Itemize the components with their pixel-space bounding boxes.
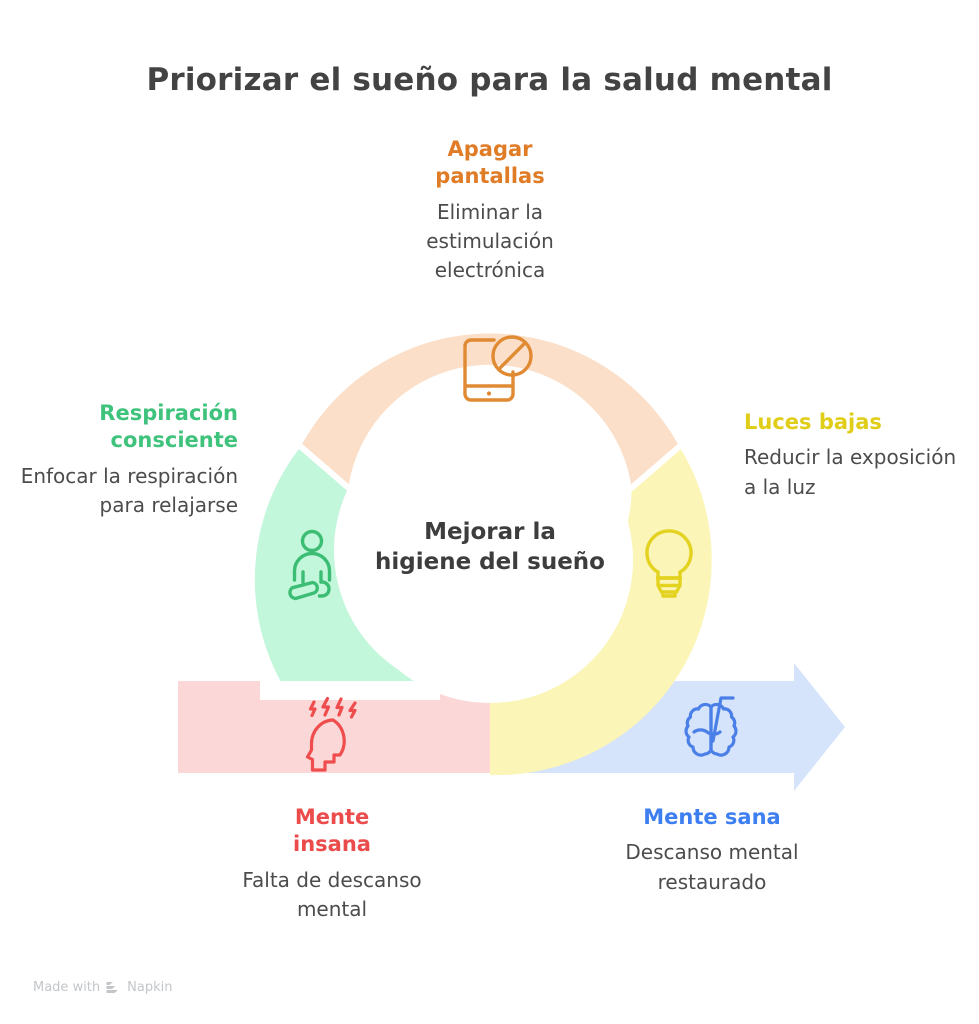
callout-mente-insana[interactable]: Mente insana Falta de descanso mental [222,804,442,924]
callout-title-breathing-line1: Respiración [99,401,238,425]
callout-title-lights: Luces bajas [744,409,969,436]
donut-segment-breathing-base [260,681,440,700]
page-title: Priorizar el sueño para la salud mental [146,62,833,98]
callout-title-screens-line2: pantallas [435,164,545,189]
callout-desc-lights: Reducir la exposición a la luz [744,445,957,499]
watermark: Made with Napkin [33,980,172,995]
callout-title-breathing-line2: consciente [110,428,238,453]
callout-respiracion-consciente[interactable]: Respiración consciente Enfocar la respir… [18,400,238,520]
donut-segment-screens [300,333,680,488]
callout-title-screens-line1: Apagar [447,137,533,161]
callout-mente-sana[interactable]: Mente sana Descanso mental restaurado [602,804,822,897]
callout-luces-bajas[interactable]: Luces bajas Reducir la exposición a la l… [744,409,969,502]
stressed-head-icon [305,696,357,772]
callout-title-screens: Apagar pantallas [370,136,610,191]
watermark-brand: Napkin [127,980,173,995]
meditation-person-icon [288,529,332,601]
callout-title-healthy-line1: Mente sana [643,805,781,829]
lightbulb-icon [645,529,693,598]
donut-gap-right [628,443,683,491]
callout-title-unhealthy: Mente insana [222,804,442,859]
callout-desc-unhealthy: Falta de descanso mental [242,867,422,921]
brain-straw-icon [684,696,738,757]
callout-desc-screens: Eliminar la estimulación electrónica [426,199,554,283]
center-label-line1: Mejorar la [424,519,556,545]
center-label-line2: higiene del sueño [375,548,605,575]
callout-apagar-pantallas[interactable]: Apagar pantallas Eliminar la estimulació… [370,136,610,286]
callout-title-healthy: Mente sana [602,804,822,831]
callout-title-unhealthy-line2: insana [293,832,371,857]
watermark-prefix: Made with [33,980,101,995]
callout-desc-breathing: Enfocar la respiración para relajarse [20,463,238,517]
callout-desc-healthy: Descanso mental restaurado [625,840,799,894]
napkin-chevrons-icon [106,981,121,994]
donut-center-label: Mejorar la higiene del sueño [360,518,620,578]
phone-blocked-icon [463,335,533,402]
donut-segment-breathing [254,446,419,681]
donut-hole [347,417,633,703]
callout-title-lights-line1: Luces bajas [744,410,882,434]
callout-title-unhealthy-line1: Mente [294,805,370,829]
callout-title-breathing: Respiración consciente [18,400,238,455]
donut-gap-left [297,443,352,491]
